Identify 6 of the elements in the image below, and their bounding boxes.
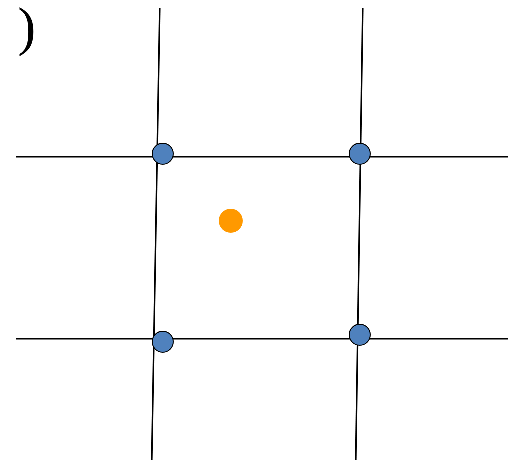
target-point — [219, 209, 243, 233]
grid-point — [349, 324, 371, 346]
grid-point — [152, 143, 174, 165]
grid-point — [152, 331, 174, 353]
panel-letter: ) — [18, 0, 36, 58]
grid-point — [349, 143, 371, 165]
